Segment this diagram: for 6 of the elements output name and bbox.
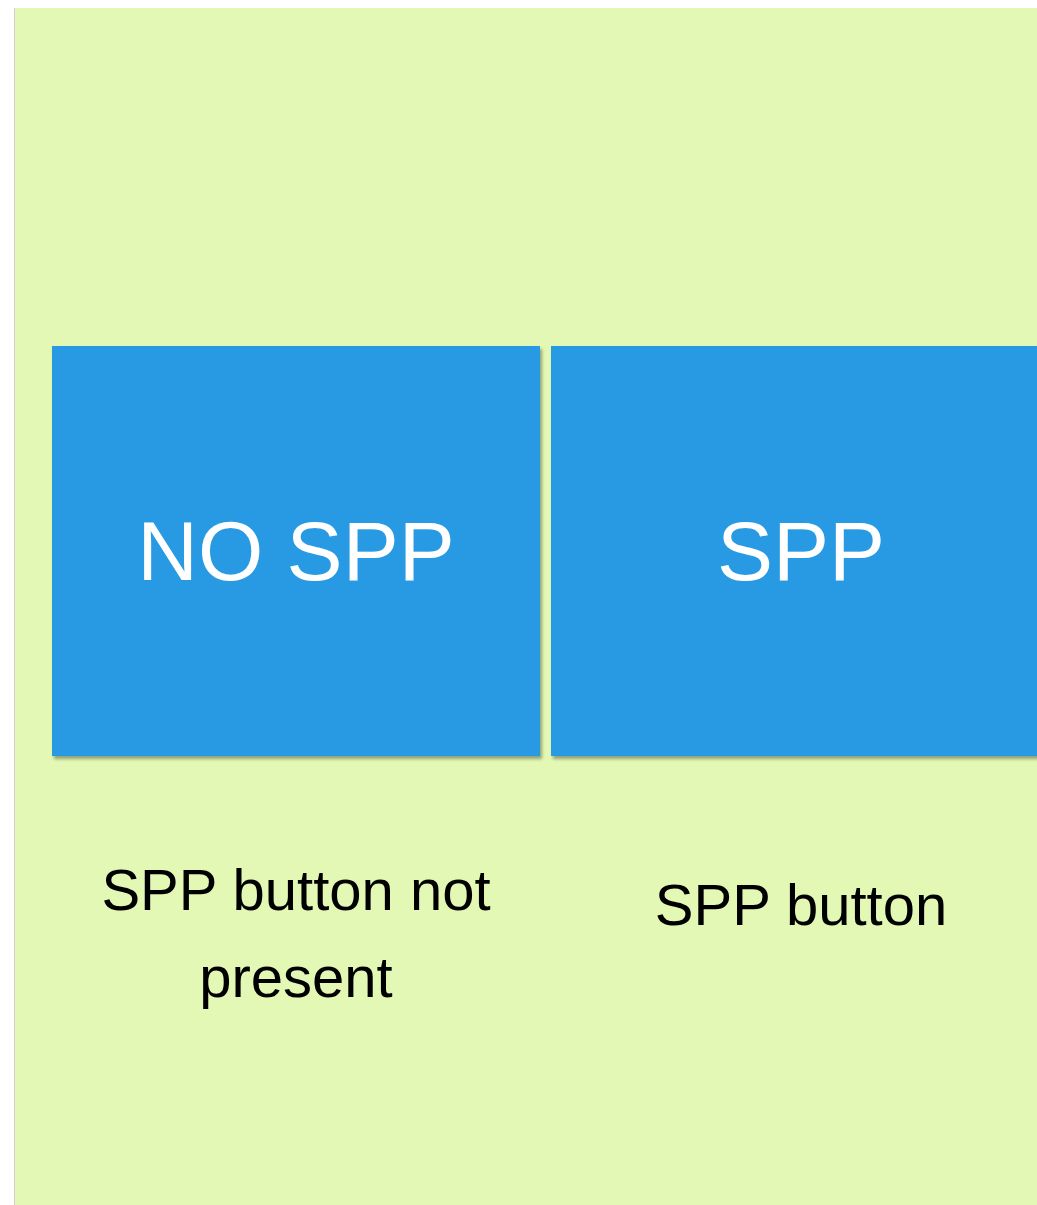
process-box xyxy=(52,346,540,756)
box-label: NO SPP xyxy=(137,509,455,593)
process-box xyxy=(551,346,1037,756)
box-caption: SPP button xyxy=(654,871,948,939)
box-label: SPP xyxy=(716,509,886,593)
box-caption: SPP button not present xyxy=(100,856,492,1011)
